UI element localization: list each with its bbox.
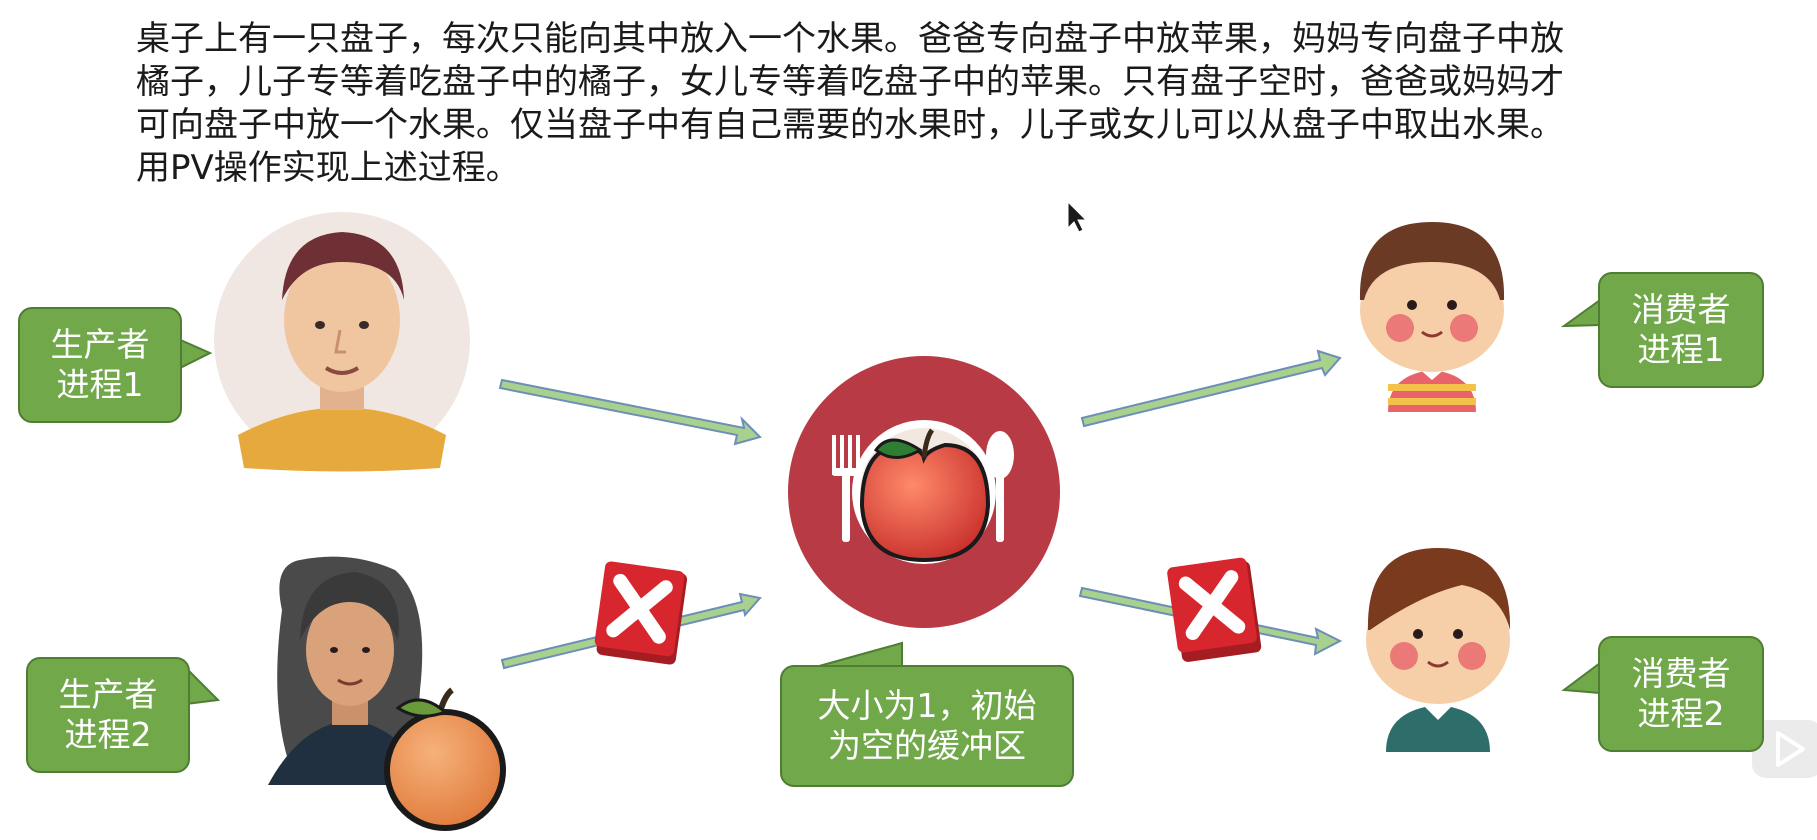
play-icon[interactable]	[1752, 720, 1817, 778]
producer1-label: 生产者 进程1	[18, 307, 182, 423]
blocked-x-icon	[1167, 557, 1262, 662]
problem-line: 橘子，儿子专等着吃盘子中的橘子，女儿专等着吃盘子中的苹果。只有盘子空时，爸爸或妈…	[136, 62, 1564, 102]
plate-with-apple-icon	[788, 356, 1060, 628]
cursor-icon	[1067, 200, 1088, 233]
blocked-x-icon	[594, 561, 688, 665]
consumer1-label-line: 进程1	[1637, 330, 1725, 369]
problem-line: 用PV操作实现上述过程。	[136, 148, 520, 188]
father-avatar	[214, 212, 470, 472]
buffer-label: 大小为1，初始 为空的缓冲区	[780, 665, 1074, 787]
consumer1-label-line: 消费者	[1631, 290, 1731, 329]
producer1-label-line: 生产者	[50, 325, 150, 364]
producer2-label-line: 进程2	[64, 715, 152, 754]
producer2-label-line: 生产者	[58, 675, 158, 714]
problem-statement: 桌子上有一只盘子，每次只能向其中放入一个水果。爸爸专向盘子中放苹果，妈妈专向盘子…	[136, 18, 1696, 190]
buffer-label-line: 为空的缓冲区	[828, 726, 1026, 765]
arrow-buffer-to-consumer1	[1080, 349, 1342, 428]
orange-icon	[384, 687, 506, 831]
consumer1-label: 消费者 进程1	[1598, 272, 1764, 388]
problem-line: 桌子上有一只盘子，每次只能向其中放入一个水果。爸爸专向盘子中放苹果，妈妈专向盘子…	[136, 19, 1564, 59]
son-avatar	[1366, 548, 1511, 752]
consumer2-label-line: 进程2	[1637, 694, 1725, 733]
producer2-label: 生产者 进程2	[26, 657, 190, 773]
mother-avatar	[268, 556, 430, 785]
bubble-pointer	[1560, 298, 1601, 328]
arrow-producer1-to-buffer	[498, 378, 762, 446]
problem-line: 可向盘子中放一个水果。仅当盘子中有自己需要的水果时，儿子或女儿可以从盘子中取出水…	[136, 105, 1564, 145]
daughter-avatar	[1359, 222, 1505, 412]
consumer2-label: 消费者 进程2	[1598, 636, 1764, 752]
buffer-label-line: 大小为1，初始	[817, 686, 1037, 725]
bubble-pointer	[1561, 661, 1601, 695]
bubble-pointer	[185, 665, 221, 706]
producer1-label-line: 进程1	[56, 365, 144, 404]
consumer2-label-line: 消费者	[1631, 654, 1731, 693]
